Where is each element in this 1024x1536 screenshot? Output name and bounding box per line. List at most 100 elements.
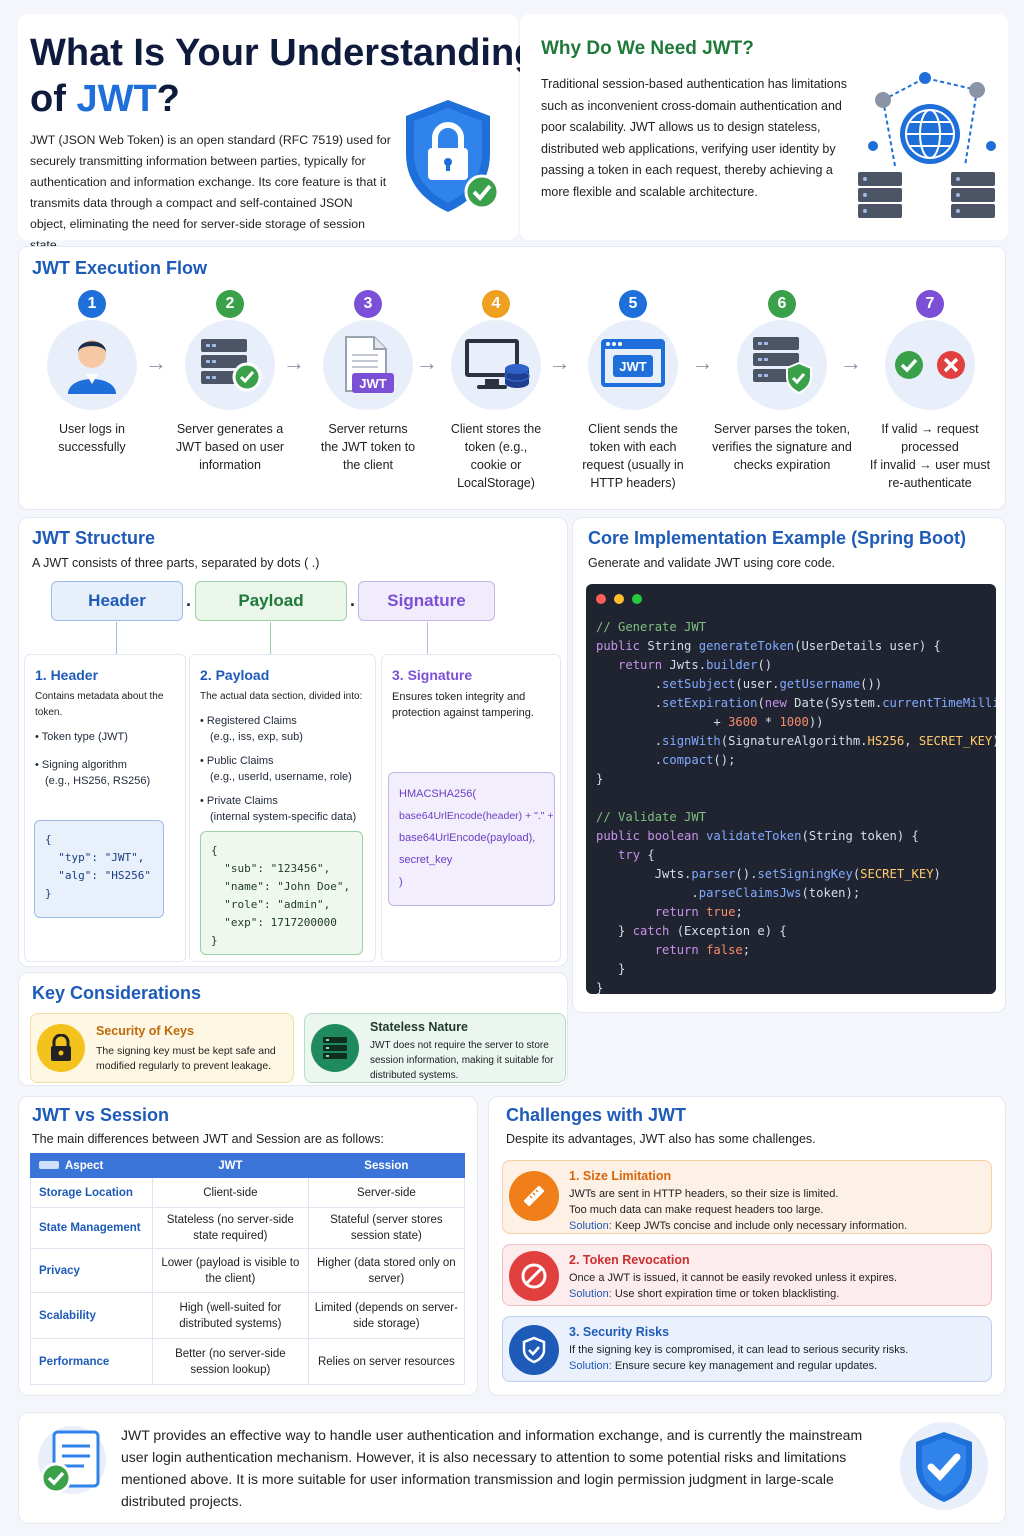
step-number: 3 bbox=[354, 290, 382, 318]
step-label: Client sends the token with each request… bbox=[582, 422, 684, 490]
considerations-title: Key Considerations bbox=[32, 983, 202, 1003]
challenges-title: Challenges with JWT bbox=[506, 1105, 687, 1125]
connector-line bbox=[116, 622, 117, 654]
table-cell: Stateless (no server-side state required… bbox=[152, 1207, 309, 1249]
aspect-cell: Privacy bbox=[30, 1248, 153, 1293]
part-header-pill: Header bbox=[51, 581, 183, 621]
part-signature-pill: Signature bbox=[358, 581, 495, 621]
json-line: "exp": 1717200000 bbox=[211, 916, 337, 929]
header-detail-desc: Contains metadata about the token. bbox=[35, 691, 164, 718]
impl-title: Core Implementation Example (Spring Boot… bbox=[588, 528, 967, 548]
aspect-cell: Storage Location bbox=[30, 1177, 153, 1208]
formula-line: secret_key bbox=[399, 854, 453, 866]
list-item: Public Claims(e.g., userId, username, ro… bbox=[200, 753, 375, 785]
payload-detail-list: Registered Claims(e.g., iss, exp, sub) P… bbox=[200, 713, 375, 825]
table-cell: Server-side bbox=[307, 1177, 466, 1208]
title-of: of bbox=[30, 78, 77, 120]
step-number: 6 bbox=[768, 290, 796, 318]
step-icon-circle: JWT bbox=[588, 320, 678, 410]
table-header-row: Aspect JWT Session bbox=[30, 1153, 466, 1178]
column-header: Aspect bbox=[30, 1153, 153, 1178]
json-line: "sub": "123456", bbox=[211, 862, 331, 875]
shield-lock-icon bbox=[406, 100, 500, 212]
table-cell: Stateful (server stores session state) bbox=[307, 1207, 466, 1249]
flow-arrow: → bbox=[283, 350, 305, 375]
flow-arrow: → bbox=[548, 350, 571, 375]
impl-subtitle: Generate and validate JWT using core cod… bbox=[588, 556, 836, 570]
signature-detail-title: 3. Signature bbox=[392, 667, 473, 683]
dot-separator-1: . bbox=[186, 590, 192, 610]
payload-detail-title: 2. Payload bbox=[200, 667, 270, 683]
svg-text:JWT: JWT bbox=[359, 376, 387, 391]
flow-title: JWT Execution Flow bbox=[32, 258, 208, 278]
payload-json: { "sub": "123456", "name": "John Doe", "… bbox=[200, 831, 363, 955]
shield-check-icon bbox=[900, 1422, 988, 1510]
step-number: 7 bbox=[916, 290, 944, 318]
challenge-token-revocation: 2. Token Revocation Once a JWT is issued… bbox=[502, 1244, 992, 1306]
globe-network-icon bbox=[858, 72, 996, 218]
challenge-title: 2. Token Revocation bbox=[569, 1253, 690, 1267]
table-cell: Better (no server-side session lookup) bbox=[152, 1338, 309, 1385]
table-cell: Limited (depends on server-side storage) bbox=[307, 1292, 466, 1339]
server-check-icon bbox=[201, 339, 262, 392]
server-shield-icon bbox=[753, 337, 812, 395]
column-header: Session bbox=[307, 1153, 466, 1178]
signature-formula: HMACSHA256( base64UrlEncode(header) + ".… bbox=[388, 772, 555, 906]
ruler-icon bbox=[509, 1171, 559, 1221]
json-line: { bbox=[45, 833, 52, 846]
list-item: Token type (JWT) bbox=[35, 729, 185, 745]
structure-title: JWT Structure bbox=[32, 528, 156, 548]
header-detail-list: Token type (JWT) Signing algorithm(e.g.,… bbox=[35, 729, 185, 789]
header-json: { "typ": "JWT", "alg": "HS256" } bbox=[34, 820, 164, 918]
challenge-text: JWTs are sent in HTTP headers, so their … bbox=[569, 1188, 908, 1232]
aspect-cell: Performance bbox=[30, 1338, 153, 1385]
flow-arrow: → bbox=[691, 350, 714, 375]
svg-text:JWT: JWT bbox=[619, 359, 647, 374]
formula-line: base64UrlEncode(header) + "." + bbox=[399, 810, 554, 822]
step-icon-circle bbox=[185, 320, 275, 410]
page-title: What Is Your Understanding of JWT? bbox=[30, 30, 537, 122]
title-line1: What Is Your Understanding bbox=[30, 32, 538, 74]
step-label: Server returns the JWT token to the clie… bbox=[320, 422, 416, 472]
step-label: User logs in successfully bbox=[58, 422, 126, 454]
conclusion-text: JWT provides an effective way to handle … bbox=[121, 1427, 863, 1509]
security-of-keys-box: Security of Keys The signing key must be… bbox=[30, 1013, 294, 1083]
table-cell: Relies on server resources bbox=[307, 1338, 466, 1385]
challenge-text: Once a JWT is issued, it cannot be easil… bbox=[569, 1272, 898, 1300]
window-dot-green bbox=[632, 594, 642, 604]
challenge-size-limitation: 1. Size Limitation JWTs are sent in HTTP… bbox=[502, 1160, 992, 1234]
column-header: JWT bbox=[152, 1153, 309, 1178]
step-icon-circle bbox=[47, 320, 137, 410]
formula-line: base64UrlEncode(payload), bbox=[399, 832, 536, 844]
window-dot-red bbox=[596, 594, 606, 604]
json-line: "name": "John Doe", bbox=[211, 880, 351, 893]
step-label: Server parses the token, verifies the si… bbox=[712, 422, 852, 472]
user-icon bbox=[68, 340, 116, 394]
list-item: Signing algorithm(e.g., HS256, RS256) bbox=[35, 757, 185, 789]
json-line: { bbox=[211, 844, 218, 857]
flow-arrow: → bbox=[840, 350, 862, 375]
connector-line bbox=[427, 622, 428, 654]
step-number: 2 bbox=[216, 290, 244, 318]
stateless-nature-box: Stateless Nature JWT does not require th… bbox=[304, 1013, 566, 1083]
connector-line bbox=[270, 622, 271, 654]
structure-subtitle: A JWT consists of three parts, separated… bbox=[32, 556, 320, 570]
json-line: } bbox=[45, 887, 52, 900]
challenge-title: 3. Security Risks bbox=[569, 1325, 670, 1339]
challenge-text: If the signing key is compromised, it ca… bbox=[569, 1344, 909, 1372]
security-title: Security of Keys bbox=[96, 1024, 194, 1038]
step-icon-circle: JWT bbox=[323, 320, 413, 410]
valid-invalid-icon bbox=[895, 351, 965, 379]
browser-jwt-icon: JWT bbox=[601, 339, 665, 387]
lock-icon bbox=[37, 1024, 85, 1072]
json-line: } bbox=[211, 934, 218, 947]
challenges-subtitle: Despite its advantages, JWT also has som… bbox=[506, 1132, 816, 1146]
why-title: Why Do We Need JWT? bbox=[541, 38, 754, 59]
step-icon-circle bbox=[451, 320, 541, 410]
